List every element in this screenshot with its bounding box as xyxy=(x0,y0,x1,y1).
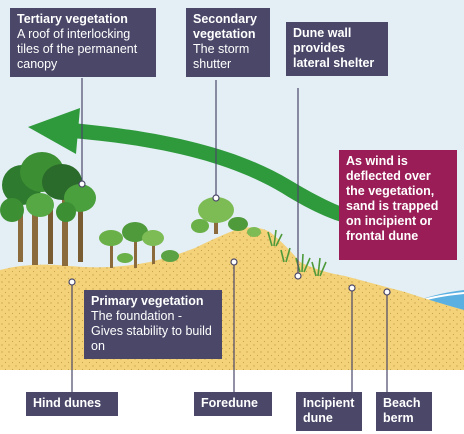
hind-dunes-label: Hind dunes xyxy=(26,392,118,416)
primary-vegetation-label: Primary vegetation The foundation - Give… xyxy=(84,290,222,359)
incipient-dune-text: Incipient dune xyxy=(303,396,355,425)
incipient-dune-leader-dot xyxy=(348,284,356,292)
wind-arrow-body xyxy=(72,123,360,226)
tertiary-vegetation-body: A roof of interlocking tiles of the perm… xyxy=(17,27,138,71)
beach-berm-label: Beach berm xyxy=(376,392,432,431)
mid-shrubs xyxy=(99,222,179,268)
foredune-leader-dot xyxy=(230,258,238,266)
secondary-vegetation-title: Secondary vegetation xyxy=(193,12,257,41)
wind-deflection-label: As wind is deflected over the vegetation… xyxy=(339,150,457,260)
beach-berm-leader-dot xyxy=(383,288,391,296)
dune-wall-leader-dot xyxy=(294,272,302,280)
secondary-leader-dot xyxy=(212,194,220,202)
tertiary-vegetation-label: Tertiary vegetation A roof of interlocki… xyxy=(10,8,156,77)
wind-arrow-head xyxy=(28,108,80,154)
secondary-vegetation-label: Secondary vegetation The storm shutter xyxy=(186,8,270,77)
hind-dunes-text: Hind dunes xyxy=(33,396,102,410)
primary-vegetation-title: Primary vegetation xyxy=(91,294,204,308)
dune-wall-title: Dune wall provides lateral shelter xyxy=(293,26,375,70)
wind-deflection-text: As wind is deflected over the vegetation… xyxy=(346,154,439,243)
hind-dunes-leader-dot xyxy=(68,278,76,286)
dune-grasses xyxy=(267,229,327,277)
foredune-label: Foredune xyxy=(194,392,272,416)
secondary-vegetation-body: The storm shutter xyxy=(193,42,250,71)
incipient-dune-label: Incipient dune xyxy=(296,392,362,431)
tertiary-forest xyxy=(0,152,96,266)
foredune-text: Foredune xyxy=(201,396,258,410)
primary-vegetation-body: The foundation - Gives stability to buil… xyxy=(91,309,212,353)
tertiary-leader-dot xyxy=(78,180,86,188)
secondary-bushes xyxy=(191,197,261,237)
beach-berm-text: Beach berm xyxy=(383,396,421,425)
dune-wall-label: Dune wall provides lateral shelter xyxy=(286,22,388,76)
tertiary-vegetation-title: Tertiary vegetation xyxy=(17,12,128,26)
